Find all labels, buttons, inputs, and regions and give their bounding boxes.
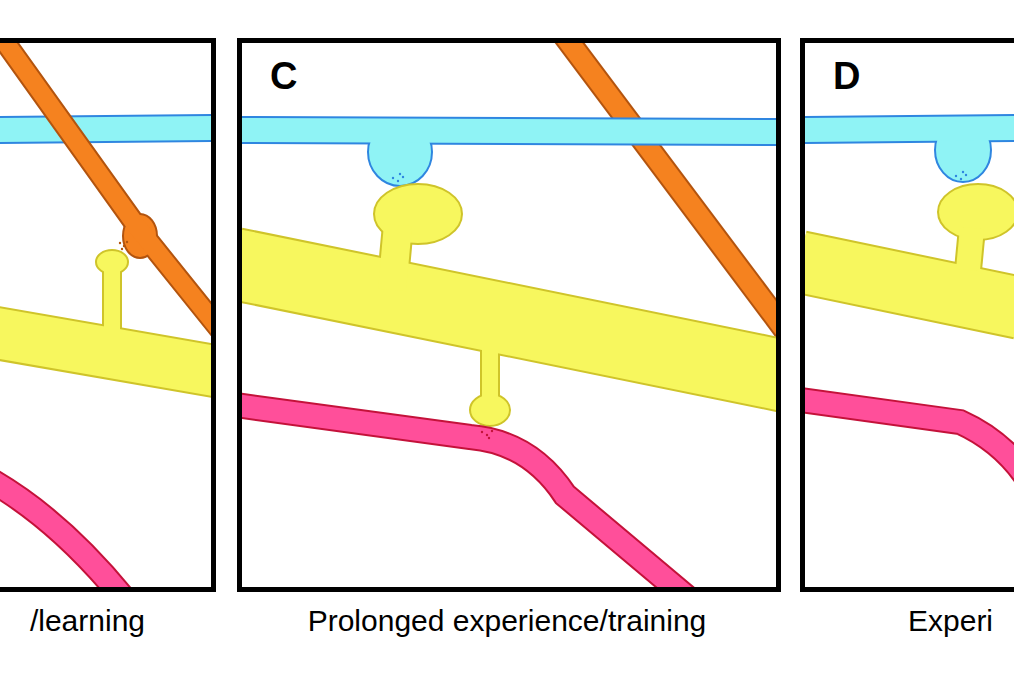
spine-neck-fill bbox=[392, 225, 398, 290]
orange-axon-fill bbox=[0, 40, 211, 330]
spine-neck bbox=[480, 340, 500, 405]
panel-letter: C bbox=[270, 55, 297, 99]
panel-caption: /learning bbox=[30, 604, 145, 639]
panel-letter: D bbox=[833, 55, 860, 99]
panel-caption: Experi bbox=[908, 604, 993, 639]
spine-neck bbox=[102, 262, 122, 330]
dendrite-fill bbox=[242, 264, 776, 376]
panel-frame: CProlonged experience/training bbox=[237, 38, 781, 592]
orange-axon-fill bbox=[560, 40, 776, 330]
panel-caption: Prolonged experience/training bbox=[308, 604, 707, 639]
panel-a-art bbox=[0, 40, 211, 590]
spine-neck-fill bbox=[104, 262, 120, 330]
blue-axon bbox=[0, 128, 211, 130]
orange-axon bbox=[0, 40, 211, 330]
spine-neck bbox=[968, 228, 972, 270]
blue-axon-fill bbox=[0, 128, 211, 130]
panel-frame: /learning bbox=[0, 38, 216, 592]
vesicles bbox=[119, 241, 128, 250]
pink-axon-fill bbox=[805, 400, 1014, 475]
blue-axon-fill bbox=[242, 130, 776, 132]
dendrite bbox=[242, 264, 776, 376]
orange-axon bbox=[560, 40, 776, 330]
dendrite-fill bbox=[0, 332, 211, 372]
dendrite bbox=[805, 262, 1014, 308]
spine-neck-fill bbox=[968, 228, 972, 270]
vesicles bbox=[392, 173, 404, 182]
pink-axon bbox=[0, 480, 125, 590]
pink-axon bbox=[242, 405, 690, 590]
pink-axon-fill bbox=[0, 480, 125, 590]
pink-axon bbox=[805, 400, 1014, 475]
panel-c-art bbox=[242, 40, 776, 590]
blue-axon bbox=[805, 128, 1014, 130]
blue-axon bbox=[242, 130, 776, 132]
spine-neck bbox=[392, 225, 398, 290]
dendrite-fill bbox=[805, 262, 1014, 308]
panel-d-art bbox=[805, 118, 1014, 475]
pink-axon-fill bbox=[242, 405, 690, 590]
spine-neck-fill bbox=[482, 340, 498, 405]
dendrite bbox=[0, 332, 211, 372]
vesicles bbox=[481, 430, 493, 439]
vesicles bbox=[955, 171, 967, 180]
blue-axon-fill bbox=[805, 128, 1014, 130]
panel-frame: DExperi bbox=[800, 38, 1014, 592]
